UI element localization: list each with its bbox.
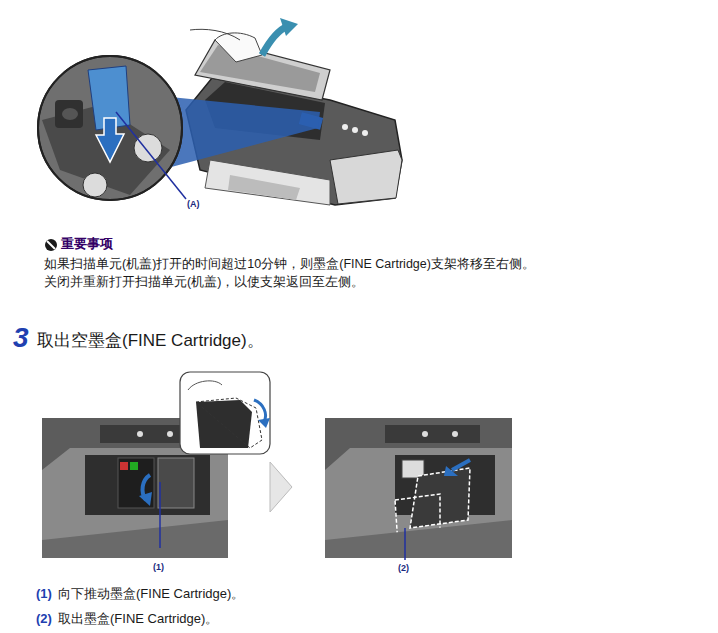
callout-letter: (A) — [186, 199, 201, 209]
list-text: 向下推动墨盒(FINE Cartridge)。 — [58, 587, 244, 602]
callout-number: (2) — [397, 563, 410, 573]
note-text: 如果扫描单元(机盖)打开的时间超过10分钟，则墨盒(FINE Cartridge… — [44, 257, 535, 271]
note-heading: 重要事项 — [61, 237, 113, 252]
list-number: (1) — [36, 587, 52, 602]
step-number: 3 — [13, 322, 29, 354]
step-heading: 取出空墨盒(FINE Cartridge)。 — [37, 331, 264, 351]
caution-icon — [45, 239, 57, 251]
list-number: (2) — [36, 612, 52, 627]
list-text: 取出墨盒(FINE Cartridge)。 — [58, 612, 218, 627]
zoom-callout — [38, 56, 320, 200]
note-text: 关闭并重新打开扫描单元(机盖)，以使支架返回至左侧。 — [44, 275, 364, 289]
cartridge-illustration-right — [325, 418, 512, 560]
callout-number: (1) — [152, 562, 165, 572]
cartridge-inset — [180, 372, 270, 454]
